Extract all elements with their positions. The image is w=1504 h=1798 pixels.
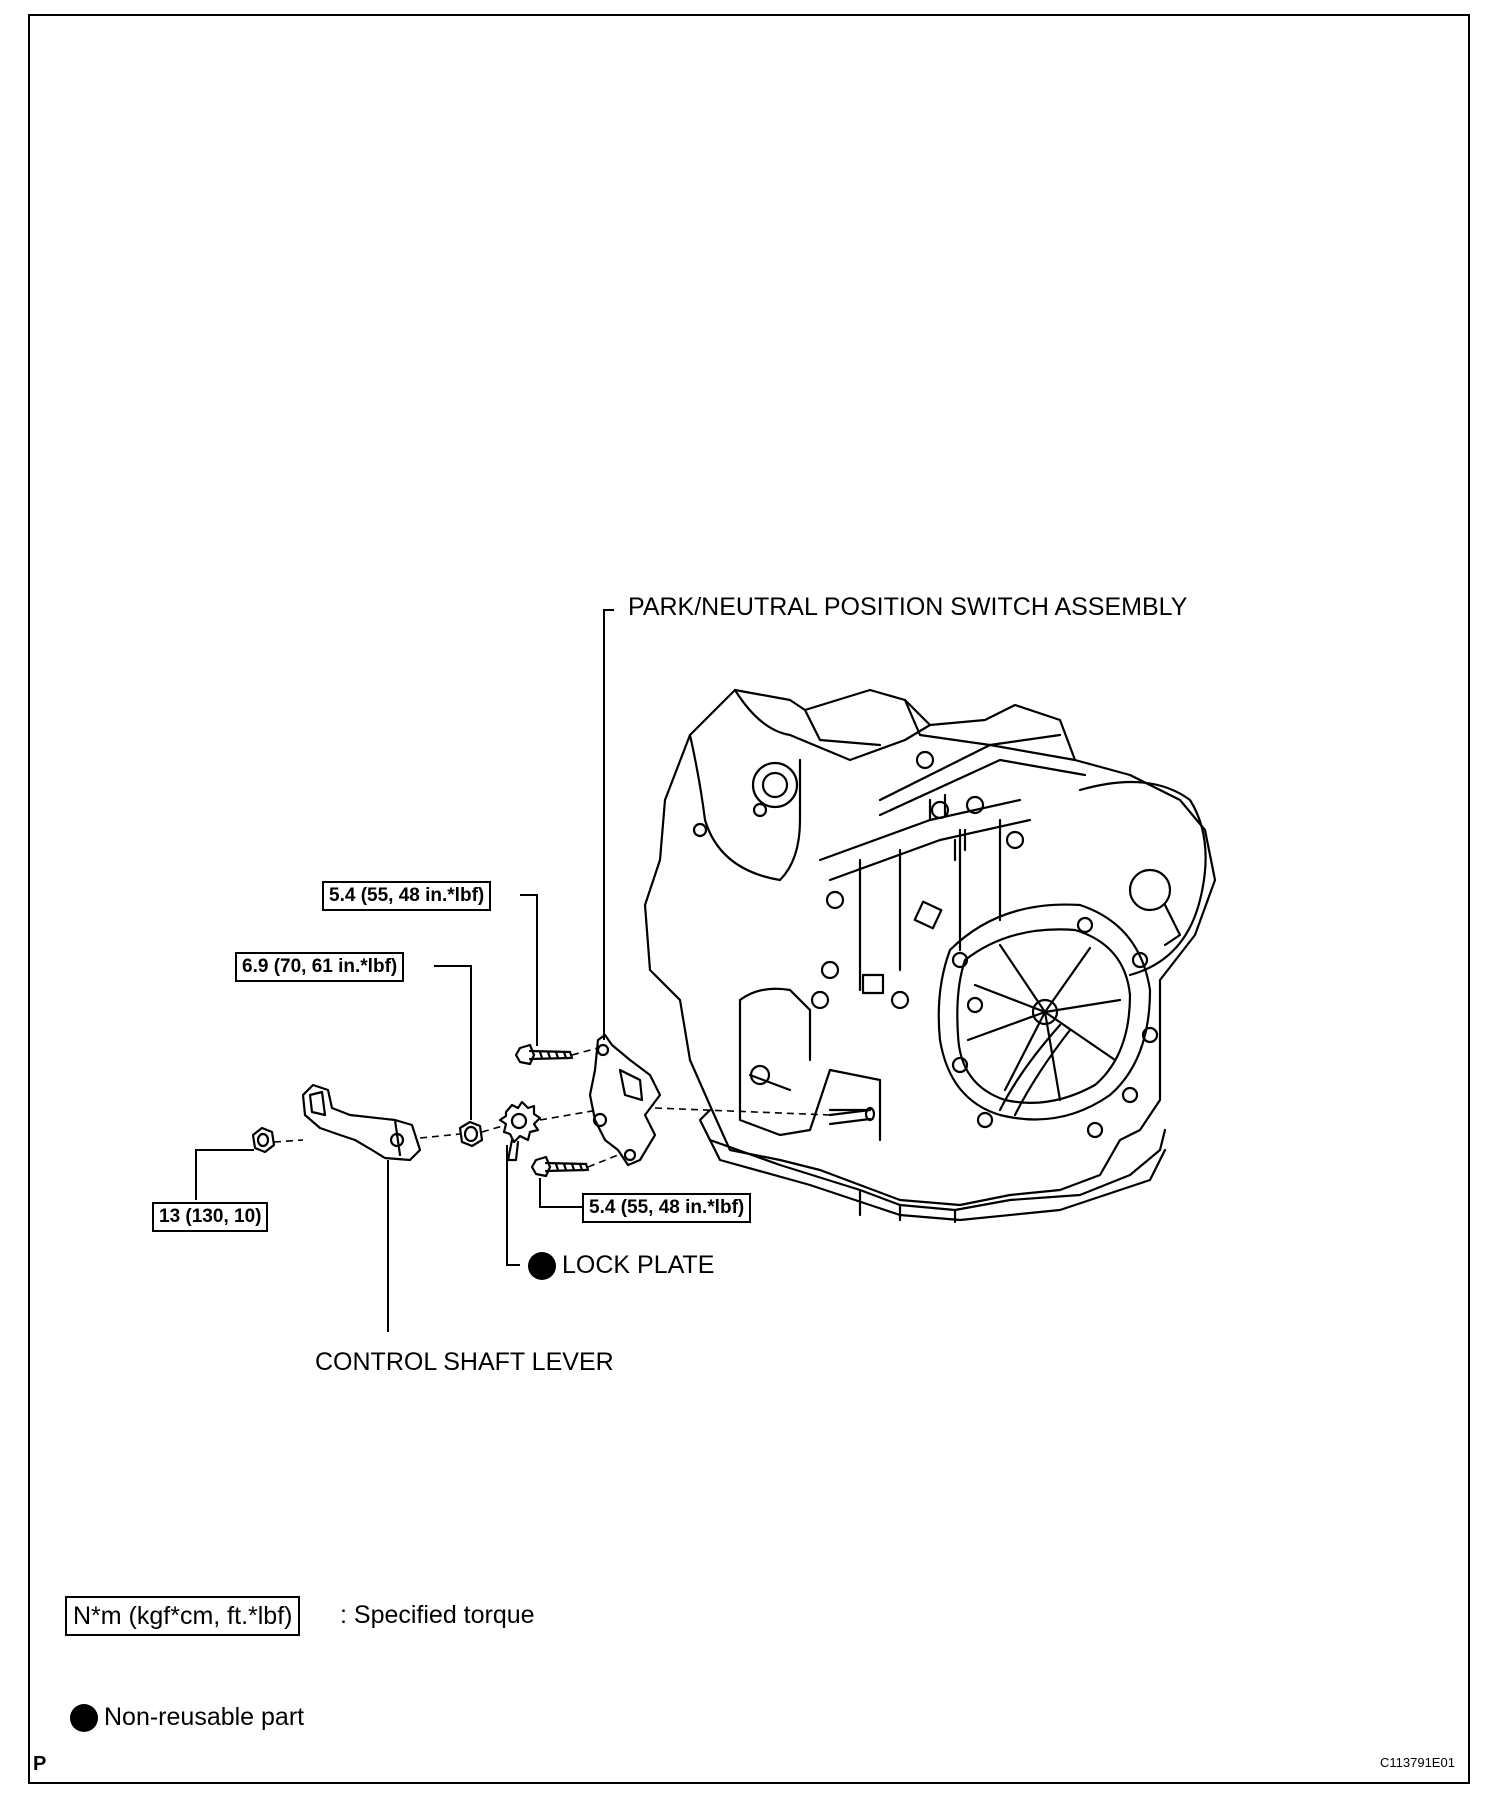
rear-drum (1078, 780, 1207, 977)
legend-torque-desc: : Specified torque (340, 1601, 535, 1629)
leader-lever-nut (195, 1149, 254, 1200)
side-cover (937, 903, 1152, 1121)
control-shaft-lever-body (301, 1083, 422, 1162)
leader-lower-bolt (539, 1178, 582, 1208)
cover-spokes (966, 943, 1122, 1102)
torque-washer-nut: 6.9 (70, 61 in.*lbf) (235, 952, 405, 982)
alignment-line-upper-bolt (571, 1047, 599, 1056)
washer-nut (458, 1120, 484, 1148)
leader-lock-plate (506, 1145, 520, 1266)
lock-plate-washer (498, 1100, 542, 1144)
label-control-shaft-lever: CONTROL SHAFT LEVER (315, 1348, 614, 1376)
torque-lower-bolt: 5.4 (55, 48 in.*lbf) (582, 1193, 752, 1223)
label-lock-plate: LOCK PLATE (528, 1250, 715, 1281)
torque-upper-bolt: 5.4 (55, 48 in.*lbf) (322, 881, 492, 911)
label-park-neutral-switch: PARK/NEUTRAL POSITION SWITCH ASSEMBLY (628, 593, 1188, 621)
oil-pan (698, 1108, 1167, 1212)
leader-washer-nut (434, 965, 472, 1120)
legend-nonreusable: Non-reusable part (70, 1702, 305, 1733)
alignment-line-lower-bolt (587, 1154, 619, 1168)
lever-nut (251, 1126, 276, 1154)
figure-code: C113791E01 (1380, 1755, 1455, 1770)
legend-nonreusable-text: Non-reusable part (104, 1703, 305, 1731)
lock-plate-text: LOCK PLATE (562, 1251, 715, 1279)
section-letter: P (33, 1753, 47, 1775)
torque-lever-nut: 13 (130, 10) (152, 1202, 269, 1232)
leader-pnp-switch (603, 609, 614, 1040)
bell-housing (688, 733, 802, 882)
pnp-switch-body (588, 1033, 662, 1167)
nonreusable-legend-dot-icon (70, 1704, 98, 1733)
manual-shaft (828, 1108, 872, 1126)
alignment-line-main (273, 1107, 831, 1143)
diagram-frame (28, 14, 1470, 1784)
nonreusable-dot-icon (528, 1252, 556, 1281)
leader-upper-bolt (520, 894, 538, 1046)
legend-torque-unit-box: N*m (kgf*cm, ft.*lbf) (65, 1596, 301, 1636)
